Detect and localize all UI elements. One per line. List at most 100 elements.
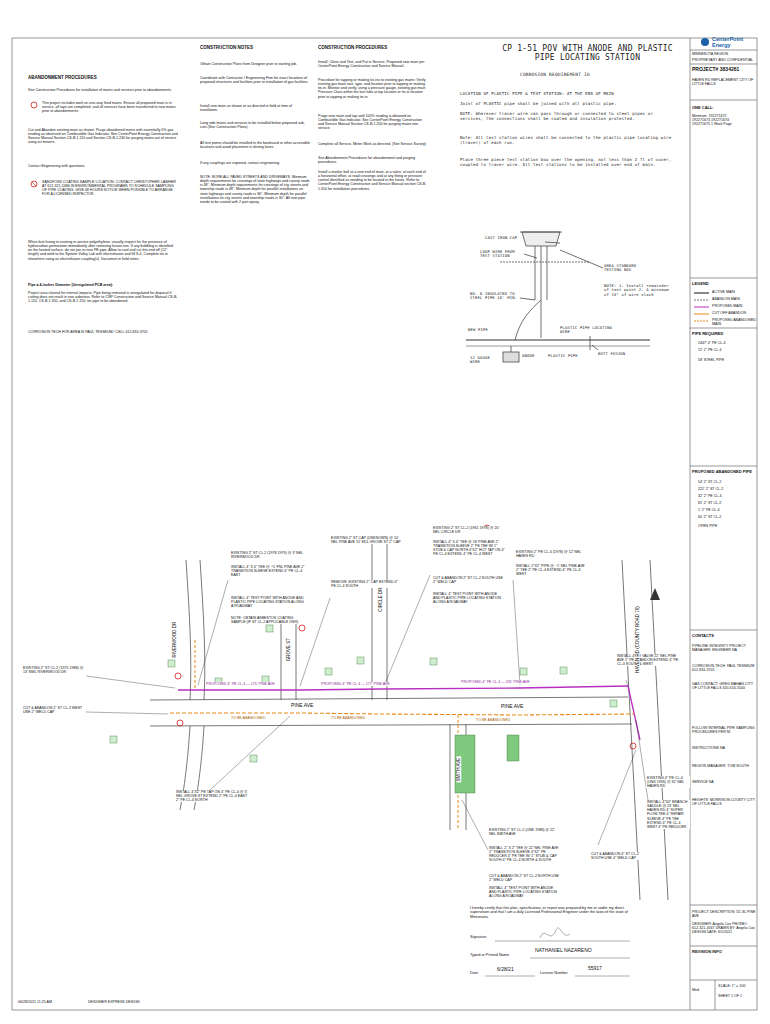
note-text: Coordinate with Contractor / Engineering… bbox=[200, 76, 310, 84]
title-block-text: 1' 2" PE CL-4 bbox=[698, 508, 756, 512]
title-block-text: HAVEN RD REPLACEMENT CITY OF LITTLE FALL… bbox=[692, 78, 756, 86]
title-block-text: CenterPoint Energy bbox=[712, 36, 756, 49]
pipe-run-label: TO BE ABANDONED bbox=[475, 718, 511, 722]
title-block-text: 60' 2" ST CL-2 bbox=[698, 515, 756, 519]
title-block-text: PROJECT DESCRIPTION: 55'-8L PINE AVE bbox=[692, 910, 756, 918]
detail-text: NO. 6 INSULATED TO STEEL PIPE 10' MIN. bbox=[470, 292, 518, 301]
note-text: SANDFOSS COATING SAMPLE LOCATION: CONTAC… bbox=[42, 180, 177, 197]
callout-text: INSTALL 2" X 2" TEE @ 22' NEL PINE AVE 2… bbox=[488, 846, 562, 863]
detail-text: LOCATION OF PLASTIC PIPE & TEST STATION:… bbox=[460, 92, 675, 97]
note-text: This project includes work on one-way fe… bbox=[42, 101, 177, 113]
title-block-text: 54' 2" ST CL-2 bbox=[698, 480, 756, 484]
certification-text: NATHANIEL NAZARENO bbox=[535, 948, 625, 954]
note-text: Procedure for tapping or making tie-ins … bbox=[318, 78, 428, 99]
street-name: CIRCLE DR bbox=[377, 587, 382, 613]
title-block-text: CONTACTS bbox=[692, 634, 756, 639]
legend-text: PROPOSED MAIN bbox=[712, 304, 756, 308]
detail-text: NOTE: Wherever tracer wire can pass thro… bbox=[460, 112, 675, 121]
callout-text: NOTE: OBTAIN ASBESTOS COATING SAMPLE (IF… bbox=[230, 616, 307, 624]
note-text: Purge new main and tap until 100% readin… bbox=[318, 114, 428, 131]
legend-text: ABANDON MAIN bbox=[712, 297, 756, 301]
detail-text: CAST IRON CAP bbox=[485, 236, 519, 240]
title-block-text: OPEN PIPE bbox=[698, 524, 756, 528]
callout-text: CUT & ABANDON 2" ST CL-2 WEST USE 2" WEL… bbox=[22, 706, 86, 714]
callout-text: EXISTING 2" ST CAP (UNKNOWN) @ 10' NEL P… bbox=[330, 536, 404, 544]
callout-text: INSTALL 4" TEST POINT WITH ANODE AND PLA… bbox=[488, 886, 562, 898]
detail-text: CP 1-51 POV WITH ANODE AND PLASTIC PIPE … bbox=[500, 44, 675, 62]
title-block-text: PROJECT# 3834281 bbox=[692, 67, 756, 73]
title-block-text: PROPRIETARY AND CONFIDENTIAL bbox=[692, 58, 756, 62]
street-name: RIVERWOOD DR bbox=[172, 621, 177, 659]
title-block-text: 58' STEEL PIPE bbox=[698, 358, 756, 362]
detail-text: Joint of PLASTIC pipe shall be joined wi… bbox=[460, 102, 675, 107]
title-block-text: GAS CONTACT: GREG MAHAN CITY OF LITTLE F… bbox=[692, 682, 756, 690]
street-name: PINE AVE bbox=[500, 704, 524, 710]
note-text: When butt fusing to existing in-service … bbox=[28, 240, 178, 261]
note-text: Install, Clean and Test, and Put in Serv… bbox=[318, 60, 428, 68]
callout-text: INSTALL 4" PE VALVE 22' NEL PINE AVE 2" … bbox=[616, 654, 680, 666]
legend-text: CUT OFF ABANDON bbox=[712, 311, 756, 315]
title-block-text: REVISION INFO bbox=[692, 950, 756, 955]
title-block-text: 2447' 4" PE CL-4 bbox=[698, 341, 756, 345]
title-block-text: 12' 2" PE CL-4 bbox=[698, 348, 756, 352]
street-name: GROVE ST bbox=[286, 637, 291, 662]
pipe-run-label: PROPOSED 4" PE CL-4 — 177' PINE AVE bbox=[320, 682, 391, 686]
detail-text: NOTE: 1. Install remainder of test point… bbox=[604, 284, 674, 297]
title-block-text: REGION MANAGER: TOM SOUTH bbox=[692, 764, 756, 768]
title-block-text: CORROSION TECH: PAUL TESSEUM 612-816-370… bbox=[692, 664, 756, 672]
detail-text: PLASTIC PIPE LOCATING WIRE bbox=[560, 326, 620, 335]
street-name: HAVEN RD (COUNTY ROAD 76) bbox=[634, 606, 639, 675]
callout-text: EXISTING 2" PE CL-4 (1978) @ 12' NEL HAV… bbox=[515, 550, 589, 558]
callout-text: EXISTING 2" ST CL-2 (1961 1978) @ 20' NE… bbox=[432, 526, 506, 534]
legend-text: ACTIVE MAIN bbox=[712, 290, 756, 294]
detail-text: NEW PIPE bbox=[468, 328, 498, 332]
street-name: SMITH AVE bbox=[456, 757, 461, 783]
detail-text: LOOP WIRE FROM TEST STATION bbox=[480, 250, 522, 259]
title-block-text: 81' 2" ST CL-2 bbox=[698, 501, 756, 505]
note-text: Install new main as shown or as directed… bbox=[200, 104, 310, 112]
callout-text: INSTALL 4" X 4" TEE @ 18' PINE AVE 2" TR… bbox=[432, 540, 506, 557]
callout-text: EXISTING 2" ST CL-2 (1978 1979) @ 3' NEL… bbox=[230, 551, 307, 559]
title-block-text: 06/28/2021 11:25 AM bbox=[18, 1000, 83, 1004]
callout-text: INSTALL 2"X2" PIPE @ ~1' NEL PINE AVE 2"… bbox=[515, 564, 589, 576]
certification-text: Date bbox=[470, 971, 490, 975]
note-text: CONSTRUCTION NOTES bbox=[200, 45, 310, 50]
title-block-text: SERVICE NA bbox=[692, 780, 756, 784]
title-block-text: PIPELINE INTEGRITY PROJECT MANAGER: ENGI… bbox=[692, 644, 756, 652]
note-text: ABANDONMENT PROCEDURES bbox=[28, 75, 178, 80]
street-name: PINE AVE bbox=[290, 703, 314, 709]
callout-text: INSTALL 4" TEST POINT WITH ANODE AND PLA… bbox=[432, 592, 506, 604]
callout-text: INSTALL 4"X4" BRANCH SADDLE @ 23' NEL HA… bbox=[646, 800, 690, 829]
title-block-text: DESIGNER EXPRESS DESIGN bbox=[88, 1000, 178, 1004]
title-block-text: Med bbox=[692, 988, 714, 992]
note-text: NOTE: BORE ALL PAVED STREETS AND DRIVEWA… bbox=[200, 175, 310, 204]
note-text: Cut and Abandon existing main as shown. … bbox=[28, 128, 178, 145]
detail-text: Place three piece test station box over … bbox=[460, 158, 675, 167]
note-text: If any couplings are exposed, contact en… bbox=[200, 161, 310, 165]
title-block-text: SCALE: 1" = 100' bbox=[718, 984, 756, 988]
detail-text: 12 GAUGE WIRE bbox=[470, 356, 500, 365]
pipe-run-label: TO BE ABANDONED bbox=[230, 716, 266, 720]
title-block-text: PROPOSED ABANDONED PIPE bbox=[692, 470, 756, 475]
title-block-text: LEGEND bbox=[692, 282, 756, 287]
note-text: Obtain Construction Plans from Designer … bbox=[200, 62, 310, 66]
note-text: All test points should be installed in t… bbox=[200, 141, 310, 149]
callout-text: REMOVE: EXISTING 2" CAP EXTEND 4" PE CL-… bbox=[330, 580, 404, 588]
detail-text: AREA STANDARD TESTING BOX bbox=[604, 264, 654, 273]
callout-text: CUT & ABANDON 2" ST CL-2 NORTH USE 2" WE… bbox=[488, 874, 562, 882]
callout-text: CUT & ABANDON 2" ST CL-2 SOUTH USE 2" WE… bbox=[432, 576, 506, 584]
certification-text: 55917 bbox=[588, 966, 623, 972]
note-text: Long side mains and services to be insta… bbox=[200, 121, 310, 129]
certification-text: Signature bbox=[470, 935, 500, 939]
title-block-text: DESIGNER: Angela Cox PHONE#: 612-321-456… bbox=[692, 922, 756, 934]
title-block-text: 32' 2" PE CL-4 bbox=[698, 494, 756, 498]
title-block-text: FOLLOW INTERNAL PIPE SAMPLING PROCEDURES… bbox=[692, 726, 756, 734]
title-block-text: PIPE REQUIRED bbox=[692, 332, 756, 337]
callout-text: EXISTING 4" PE CL-4 (UNK 1996) @ 32' NEL… bbox=[646, 776, 690, 788]
note-text: Contact Engineering with questions. bbox=[28, 164, 178, 168]
note-text: See Abandonment Procedures for abandonme… bbox=[318, 156, 428, 164]
note-text: See Construction Procedures for installa… bbox=[28, 88, 178, 92]
callout-text: INSTALL 4" TEST POINT WITH ANODE AND PLA… bbox=[230, 596, 307, 608]
